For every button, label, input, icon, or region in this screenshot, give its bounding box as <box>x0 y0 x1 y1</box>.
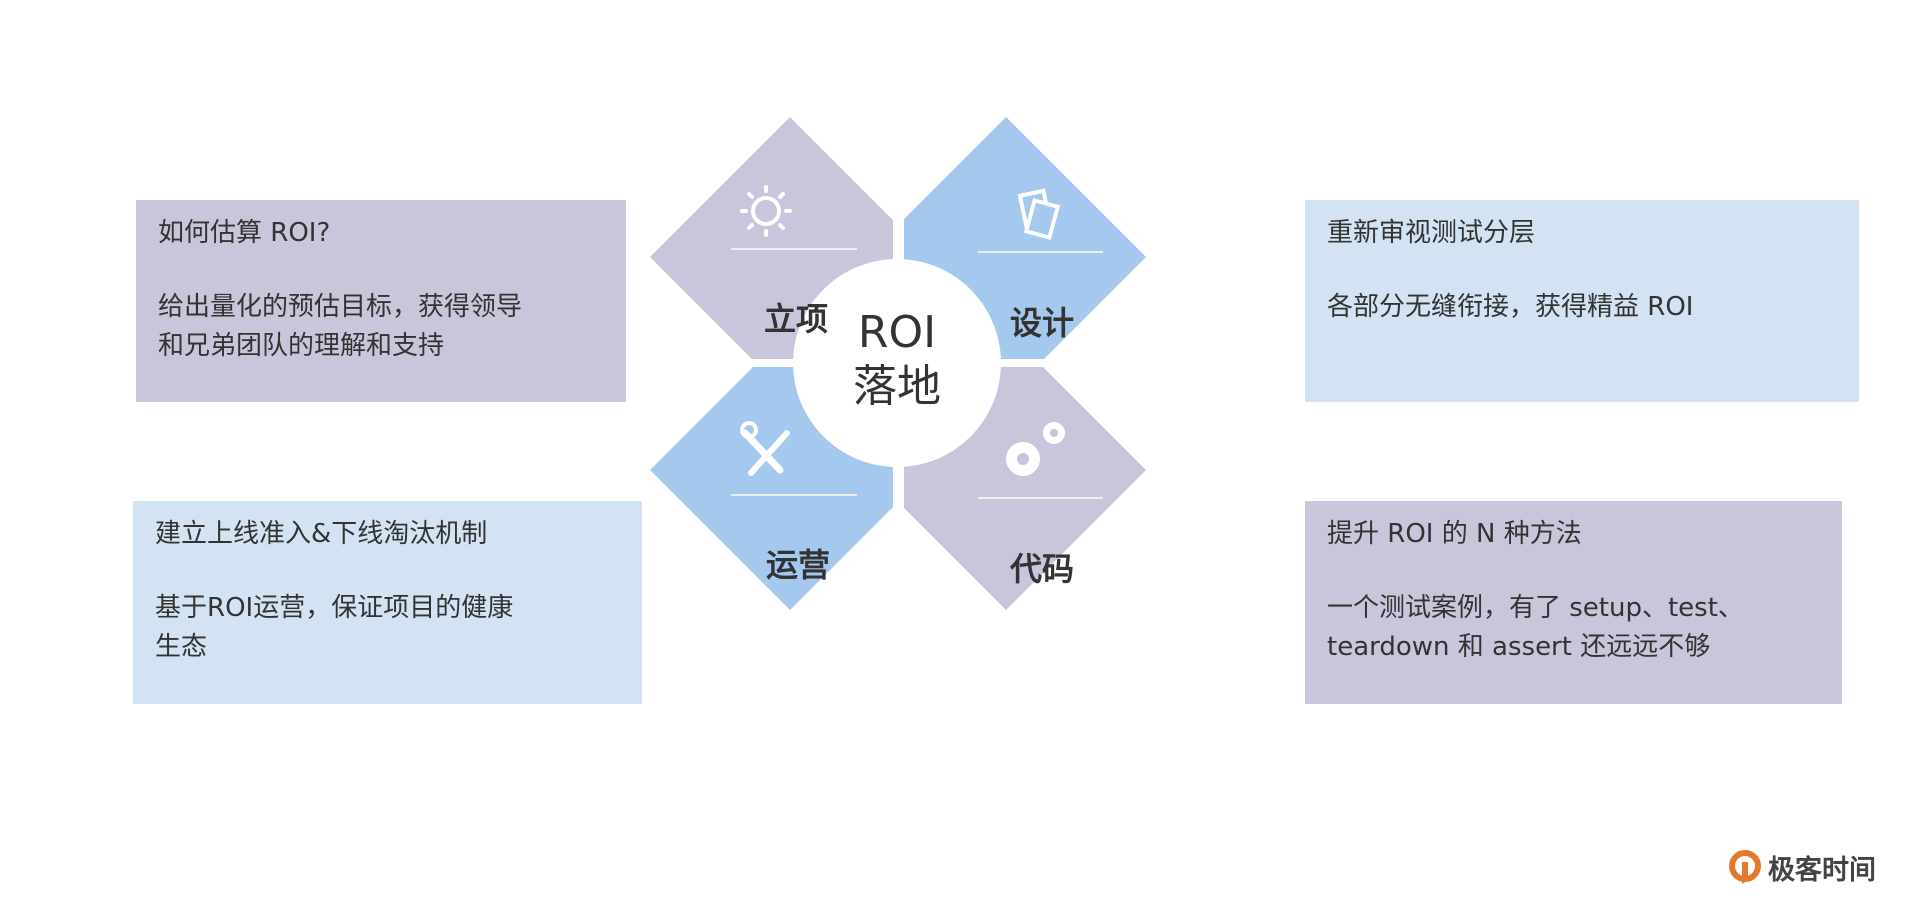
info-box-methods: 提升 ROI 的 N 种方法 一个测试案例，有了 setup、test、 tea… <box>1305 501 1842 704</box>
center-title-line1: ROI <box>857 307 937 358</box>
box-body-line: 一个测试案例，有了 setup、test、 <box>1327 593 1744 623</box>
tools-icon <box>740 421 790 476</box>
box-title: 重新审视测试分层 <box>1327 218 1536 248</box>
box-body-line: 基于ROI运营，保证项目的健康 <box>155 593 514 623</box>
logo: 极客时间 <box>1728 848 1876 887</box>
sun-icon <box>740 185 792 237</box>
quadrant-label-code: 代码 <box>1009 550 1074 588</box>
logo-text: 极客时间 <box>1768 855 1876 886</box>
box-body-line: teardown 和 assert 还远远不够 <box>1327 632 1711 662</box>
center-title: ROI 落地 <box>797 306 997 414</box>
logo-icon <box>1729 849 1761 884</box>
box-title: 提升 ROI 的 N 种方法 <box>1327 519 1582 549</box>
info-box-operations: 建立上线准入&下线淘汰机制 基于ROI运营，保证项目的健康 生态 <box>133 501 642 704</box>
quadrant-label-design: 设计 <box>1009 304 1074 342</box>
center-title-line2: 落地 <box>853 361 941 412</box>
gears-icon <box>1006 422 1065 476</box>
box-body-line: 给出量化的预估目标，获得领导 <box>158 292 523 322</box>
quadrant-label-operations: 运营 <box>765 546 830 584</box>
center-circle <box>793 259 1001 467</box>
box-title: 建立上线准入&下线淘汰机制 <box>155 519 488 549</box>
box-body-line: 生态 <box>155 632 208 662</box>
box-title: 如何估算 ROI? <box>158 218 331 248</box>
quadrant-label-initiation: 立项 <box>763 300 828 338</box>
box-body-line: 和兄弟团队的理解和支持 <box>158 331 445 361</box>
documents-icon <box>1017 188 1061 241</box>
info-box-test-layers: 重新审视测试分层 各部分无缝衔接，获得精益 ROI <box>1305 200 1859 402</box>
info-box-estimate-roi: 如何估算 ROI? 给出量化的预估目标，获得领导 和兄弟团队的理解和支持 <box>136 200 626 402</box>
box-body-line: 各部分无缝衔接，获得精益 ROI <box>1327 292 1694 322</box>
